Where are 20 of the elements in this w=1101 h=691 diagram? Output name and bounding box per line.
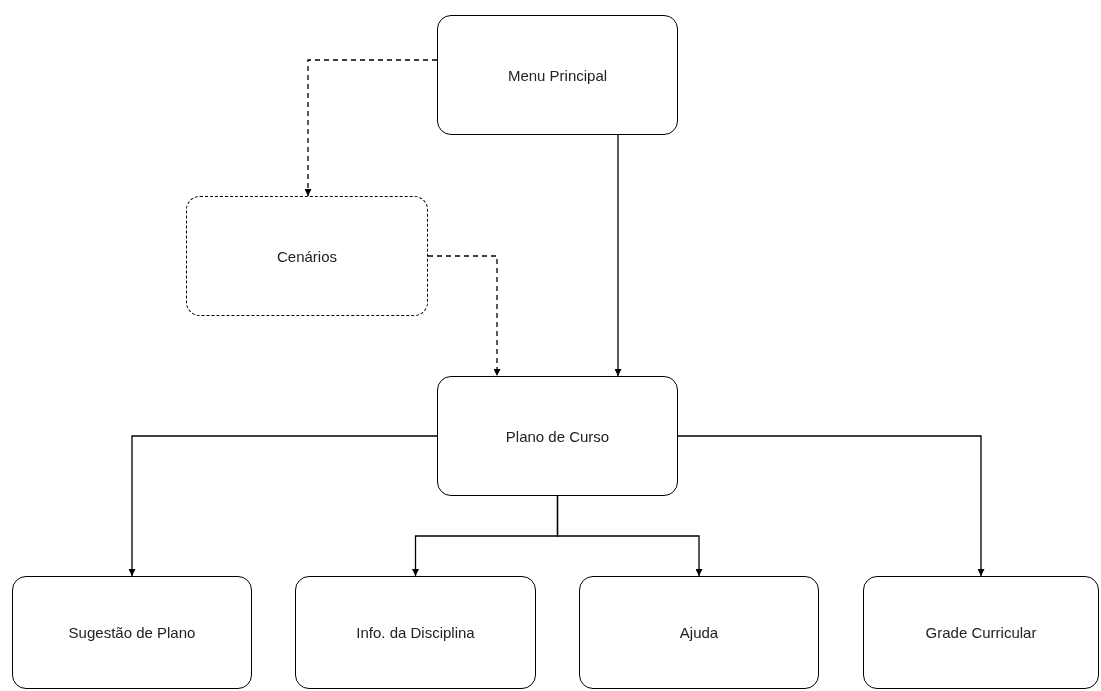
rounded-box	[295, 576, 536, 689]
arrow	[128, 435, 438, 577]
node-label: Grade Curricular	[924, 624, 1038, 641]
rounded-box	[579, 576, 819, 689]
node-label: Menu Principal	[506, 66, 609, 84]
node-label: Cenários	[276, 247, 338, 265]
dashed-box	[186, 196, 428, 316]
node-label: Ajuda	[678, 624, 720, 641]
node-label: Plano de Curso	[504, 427, 611, 445]
node-label: Sugestão de Plano	[67, 624, 197, 641]
arrow	[614, 134, 622, 377]
arrow	[427, 255, 501, 377]
arrow	[677, 435, 985, 577]
rounded-box	[437, 15, 678, 135]
rounded-box	[863, 576, 1099, 689]
arrow	[556, 495, 703, 577]
rounded-box	[12, 576, 252, 689]
node-label: Info. da Disciplina	[355, 624, 476, 641]
rounded-box	[437, 376, 678, 496]
arrow	[304, 59, 438, 197]
